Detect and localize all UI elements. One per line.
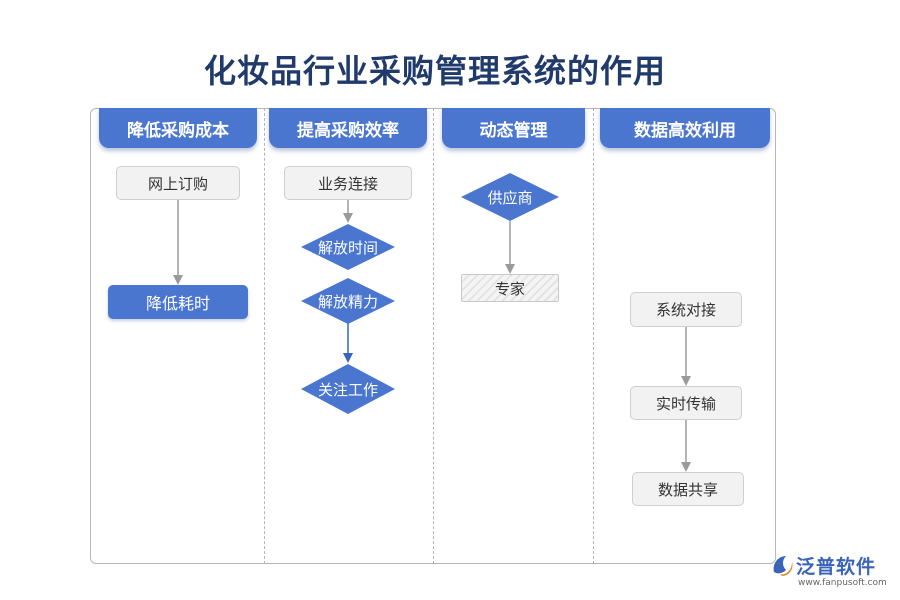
node-realtime-transfer: 实时传输 [630, 386, 742, 420]
node-online-ordering: 网上订购 [116, 166, 240, 200]
lane-header-data: 数据高效利用 [600, 108, 770, 148]
logo-brand: 泛普软件 [796, 556, 877, 578]
node-focus-work: 关注工作 [300, 363, 396, 415]
node-free-energy-label: 解放精力 [317, 292, 378, 311]
node-business-connection: 业务连接 [284, 166, 412, 200]
node-free-energy: 解放精力 [300, 277, 396, 325]
lane-divider-1 [264, 108, 265, 564]
node-data-sharing: 数据共享 [632, 472, 744, 506]
lane-header-cost: 降低采购成本 [99, 108, 257, 148]
node-free-time-label: 解放时间 [317, 238, 378, 257]
lane-divider-2 [433, 108, 434, 564]
lane-header-efficiency: 提高采购效率 [269, 108, 427, 148]
node-system-docking: 系统对接 [630, 292, 742, 327]
fanpu-logo-icon [773, 556, 793, 576]
diagram-title: 化妆品行业采购管理系统的作用 [203, 52, 666, 90]
node-free-time: 解放时间 [300, 223, 396, 271]
fanpu-logo: 泛普软件 www.fanpusoft.com [770, 550, 894, 596]
lane-divider-3 [593, 108, 594, 564]
logo-url: www.fanpusoft.com [798, 578, 887, 588]
node-supplier-label: 供应商 [487, 188, 533, 207]
node-reduce-time: 降低耗时 [108, 285, 248, 319]
node-supplier: 供应商 [460, 172, 560, 222]
node-expert: 专家 [461, 274, 559, 302]
node-focus-work-label: 关注工作 [317, 380, 378, 399]
lane-header-dynamic: 动态管理 [442, 108, 585, 148]
